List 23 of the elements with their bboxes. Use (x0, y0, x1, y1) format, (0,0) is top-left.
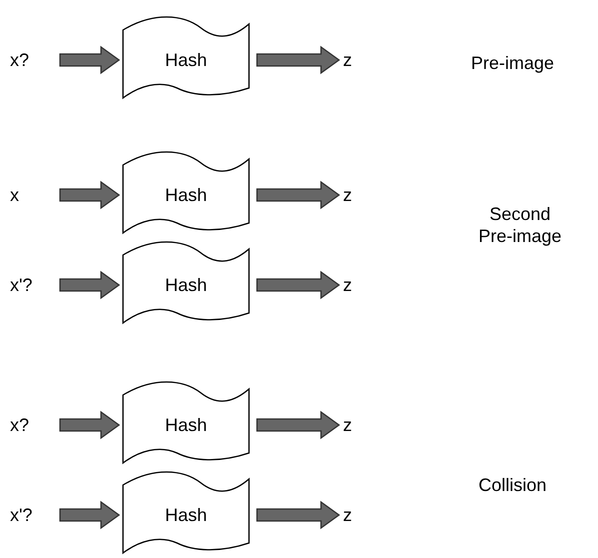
variable-label: x'? (10, 505, 32, 525)
variable-label: x (10, 185, 19, 205)
attack-type-label: Pre-image (470, 52, 556, 74)
block-arrow (256, 180, 340, 210)
block-arrow (256, 46, 340, 74)
block-arrow (59, 46, 120, 74)
block-arrow (256, 270, 340, 300)
variable-label: x? (10, 415, 30, 435)
block-arrow (59, 500, 120, 530)
variable-label: z (343, 275, 352, 295)
variable-label: z (343, 415, 352, 435)
block-arrow (256, 500, 340, 530)
attack-type-label: Second Pre-image (477, 203, 563, 247)
block-arrow (59, 410, 120, 440)
attack-type-label: Collision (477, 474, 548, 496)
variable-label: z (343, 505, 352, 525)
block-arrow (59, 180, 120, 210)
block-arrow (256, 410, 340, 440)
block-arrow (59, 270, 120, 300)
variable-label: x? (10, 50, 30, 70)
variable-label: z (343, 50, 352, 70)
variable-label: z (343, 185, 352, 205)
variable-label: x'? (10, 275, 32, 295)
